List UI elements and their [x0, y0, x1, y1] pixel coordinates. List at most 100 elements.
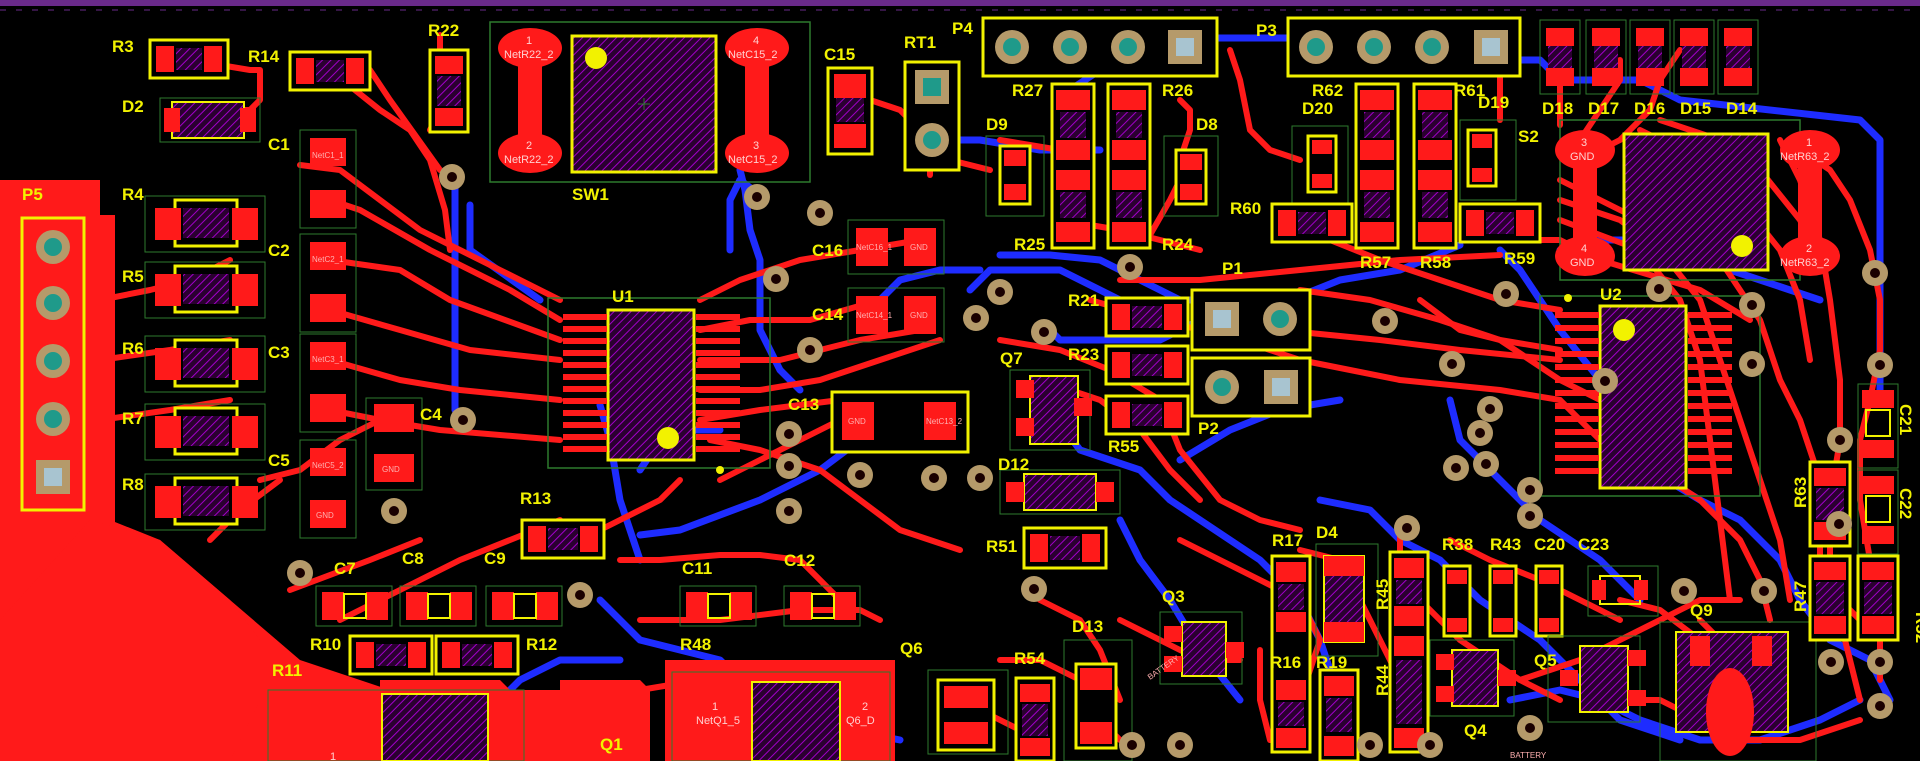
label-C20: C20: [1534, 535, 1565, 554]
resistor-R23[interactable]: [1104, 344, 1190, 386]
label-C7: C7: [334, 559, 356, 578]
sw1-pad4-net: NetC15_2: [728, 49, 778, 61]
resistor-R62-R57[interactable]: [1354, 82, 1400, 250]
led-D16[interactable]: [1629, 19, 1671, 95]
label-Q6: Q6: [900, 639, 923, 658]
capacitor-C9[interactable]: [485, 585, 563, 627]
switch-SW1[interactable]: [489, 21, 811, 183]
capacitor-C4[interactable]: [365, 397, 423, 491]
label-C15: C15: [824, 45, 855, 64]
resistor-R14[interactable]: [288, 50, 372, 92]
resistor-R51[interactable]: [1022, 526, 1108, 570]
connector-P4[interactable]: [981, 16, 1219, 78]
resistor-R54[interactable]: [1014, 676, 1056, 761]
diode-D8[interactable]: [1163, 135, 1219, 217]
diode-near-Q6[interactable]: [927, 669, 1009, 755]
resistor-R11[interactable]: [267, 689, 525, 761]
transistor-Q9[interactable]: [1659, 621, 1817, 761]
capacitor-C23[interactable]: [1587, 565, 1659, 617]
diode-D2[interactable]: [159, 97, 261, 143]
switch-S2[interactable]: [1555, 119, 1840, 281]
resistor-R21[interactable]: [1104, 296, 1190, 338]
resistor-R55[interactable]: [1104, 394, 1190, 436]
resistor-R60[interactable]: [1270, 202, 1354, 244]
label-R23: R23: [1068, 345, 1099, 364]
resistor-R27-R25[interactable]: [1050, 82, 1096, 250]
capacitor-C5[interactable]: [299, 439, 357, 539]
resistor-R43[interactable]: [1488, 564, 1518, 638]
diode-D9[interactable]: [985, 135, 1045, 217]
label-D8: D8: [1196, 115, 1218, 134]
diode-D13[interactable]: [1063, 639, 1133, 761]
diode-D20[interactable]: [1291, 125, 1349, 207]
capacitor-C13[interactable]: [830, 390, 970, 454]
capacitor-C2[interactable]: [299, 233, 357, 333]
label-Q5: Q5: [1534, 651, 1557, 670]
capacitor-C20[interactable]: [1534, 564, 1564, 638]
resistor-R47[interactable]: [1808, 554, 1852, 642]
connector-P5[interactable]: [20, 216, 86, 512]
capacitor-C21[interactable]: [1857, 383, 1899, 469]
diode-D4[interactable]: [1315, 543, 1379, 657]
transistor-Q5[interactable]: [1547, 635, 1646, 723]
led-D15[interactable]: [1673, 19, 1715, 95]
capacitor-C8[interactable]: [399, 585, 477, 627]
resistor-R5[interactable]: [144, 261, 266, 319]
capacitor-C14[interactable]: [847, 287, 945, 343]
ic-U2[interactable]: [1539, 294, 1761, 497]
ic-U1[interactable]: [547, 297, 771, 474]
label-R17: R17: [1272, 531, 1303, 550]
resistor-R61-R58[interactable]: [1412, 82, 1458, 250]
capacitor-C3[interactable]: [299, 333, 357, 433]
resistor-R26-R24[interactable]: [1106, 82, 1152, 250]
resistor-R6[interactable]: [144, 335, 266, 393]
label-D15: D15: [1680, 99, 1711, 118]
c13-pad-net: NetC13_2: [926, 417, 963, 426]
vias: [287, 164, 1893, 758]
resistor-R17-R16[interactable]: [1270, 554, 1312, 754]
resistor-R12[interactable]: [434, 634, 520, 676]
label-C4: C4: [420, 405, 442, 424]
led-D17[interactable]: [1585, 19, 1627, 95]
c3-pad-net: NetC3_1: [312, 355, 344, 364]
capacitor-C16[interactable]: [847, 219, 945, 275]
capacitor-C1[interactable]: [299, 129, 357, 229]
resistor-R22[interactable]: [428, 48, 470, 134]
capacitor-C7[interactable]: [315, 585, 393, 627]
c16-gnd-pad: GND: [910, 243, 928, 252]
connector-P1[interactable]: [1190, 288, 1312, 352]
resistor-R19[interactable]: [1318, 668, 1360, 761]
r11-pad1-number: 1: [330, 751, 336, 761]
capacitor-C15[interactable]: [826, 66, 874, 156]
label-C12: C12: [784, 551, 815, 570]
transistor-Q3[interactable]: [1159, 611, 1244, 685]
label-D13: D13: [1072, 617, 1103, 636]
resistor-R10[interactable]: [348, 634, 434, 676]
thermistor-RT1[interactable]: [903, 60, 961, 172]
diode-D12[interactable]: [999, 469, 1121, 515]
diode-D19[interactable]: [1459, 119, 1517, 201]
resistor-R13[interactable]: [520, 518, 606, 560]
label-R22: R22: [428, 21, 459, 40]
capacitor-C22[interactable]: [1857, 469, 1899, 555]
resistor-R52[interactable]: [1856, 554, 1900, 642]
connector-P3[interactable]: [1286, 16, 1522, 78]
resistor-R7[interactable]: [144, 403, 266, 461]
resistor-R45-R44[interactable]: [1388, 550, 1430, 754]
led-D14[interactable]: [1717, 19, 1759, 95]
resistor-R38[interactable]: [1442, 564, 1472, 638]
c2-pad-net: NetC2_1: [312, 255, 344, 264]
capacitor-C12[interactable]: [783, 585, 861, 627]
resistor-R8[interactable]: [144, 473, 266, 531]
transistor-Q4[interactable]: [1429, 639, 1516, 717]
connector-P2[interactable]: [1190, 356, 1312, 418]
resistor-R4[interactable]: [144, 195, 266, 253]
led-D18[interactable]: [1539, 19, 1581, 95]
capacitor-C11[interactable]: [679, 585, 757, 627]
resistor-R59[interactable]: [1458, 202, 1542, 244]
transistor-Q6[interactable]: [671, 671, 891, 761]
s2-pad2-number: 2: [1806, 243, 1812, 255]
label-R62: R62: [1312, 81, 1343, 100]
resistor-R3[interactable]: [148, 38, 230, 80]
transistor-Q7[interactable]: [1009, 369, 1092, 451]
